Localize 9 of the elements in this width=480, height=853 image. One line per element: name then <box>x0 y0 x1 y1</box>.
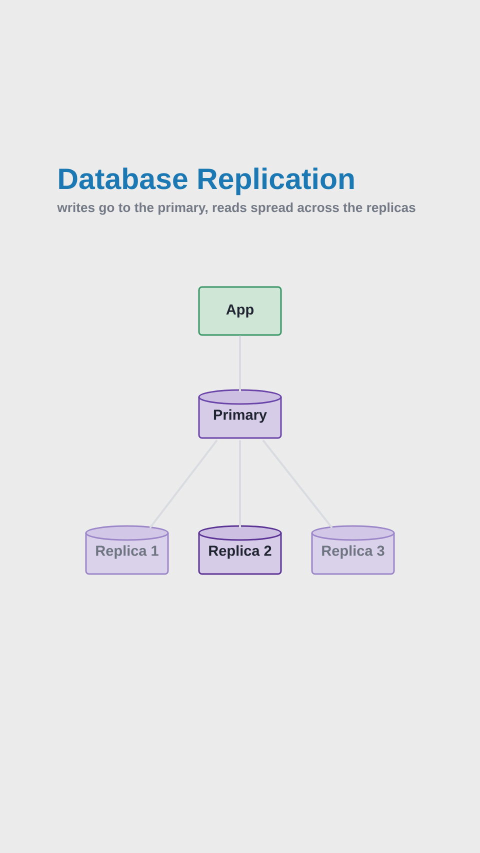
database-cylinder: Replica 3 <box>311 525 395 575</box>
subtitle: writes go to the primary, reads spread across the replicas <box>57 202 416 215</box>
database-cylinder: Replica 1 <box>85 525 169 575</box>
process-box: App <box>198 286 282 336</box>
database-cylinder: Primary <box>198 389 282 439</box>
connector-line <box>149 440 218 528</box>
title: Database Replication <box>59 168 354 196</box>
database-cylinder: Replica 2 <box>198 525 282 575</box>
connector-line <box>262 440 333 528</box>
